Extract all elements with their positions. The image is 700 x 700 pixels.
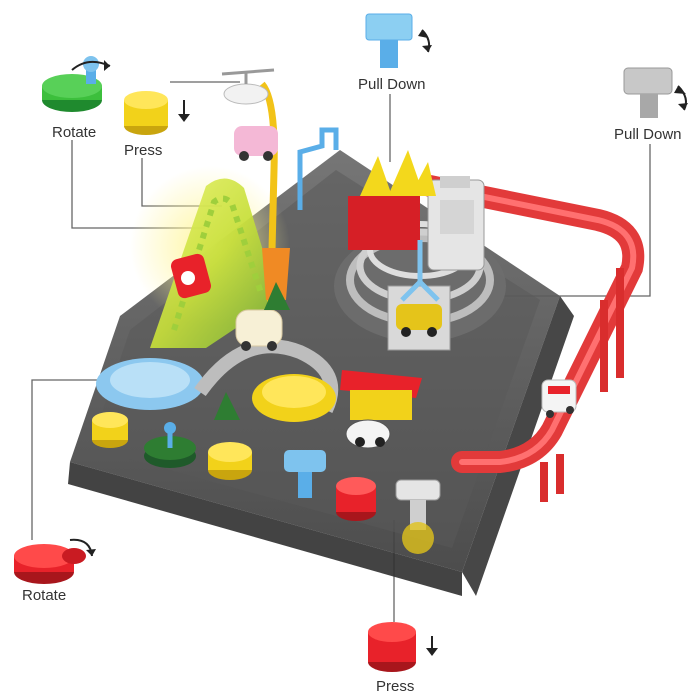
trees — [214, 282, 290, 420]
press-arrow-icon — [178, 100, 190, 122]
press-label-bottom: Press — [376, 678, 415, 695]
pull-down-lever-icon — [623, 67, 688, 118]
lower-track — [96, 309, 339, 422]
rotate-arrow-icon — [69, 538, 96, 557]
glowing-hill — [130, 166, 290, 348]
elevator — [387, 240, 451, 351]
rotate-label-top: Rotate — [52, 124, 97, 141]
rotate-label-bottom: Rotate — [22, 587, 67, 604]
pull-down-lever-icon — [365, 13, 432, 68]
rotate-button-icon — [42, 56, 102, 112]
press-arrow-icon — [426, 636, 438, 656]
pull-down-label-right: Pull Down — [614, 126, 682, 143]
press-button-icon — [368, 622, 416, 672]
track-pillars — [540, 268, 624, 502]
front-buttons — [92, 412, 441, 554]
red-station — [340, 370, 422, 449]
rotate-button-icon — [14, 544, 86, 584]
blue-pipe — [297, 127, 339, 210]
rotate-arrow-icon — [71, 60, 111, 71]
pull-down-label-center: Pull Down — [358, 76, 426, 93]
yellow-gate — [348, 150, 436, 250]
ambulance — [541, 379, 577, 418]
press-button-icon — [124, 91, 168, 135]
red-track — [419, 175, 645, 473]
pole-and-helicopter — [221, 68, 290, 331]
press-label-top: Press — [124, 142, 163, 159]
